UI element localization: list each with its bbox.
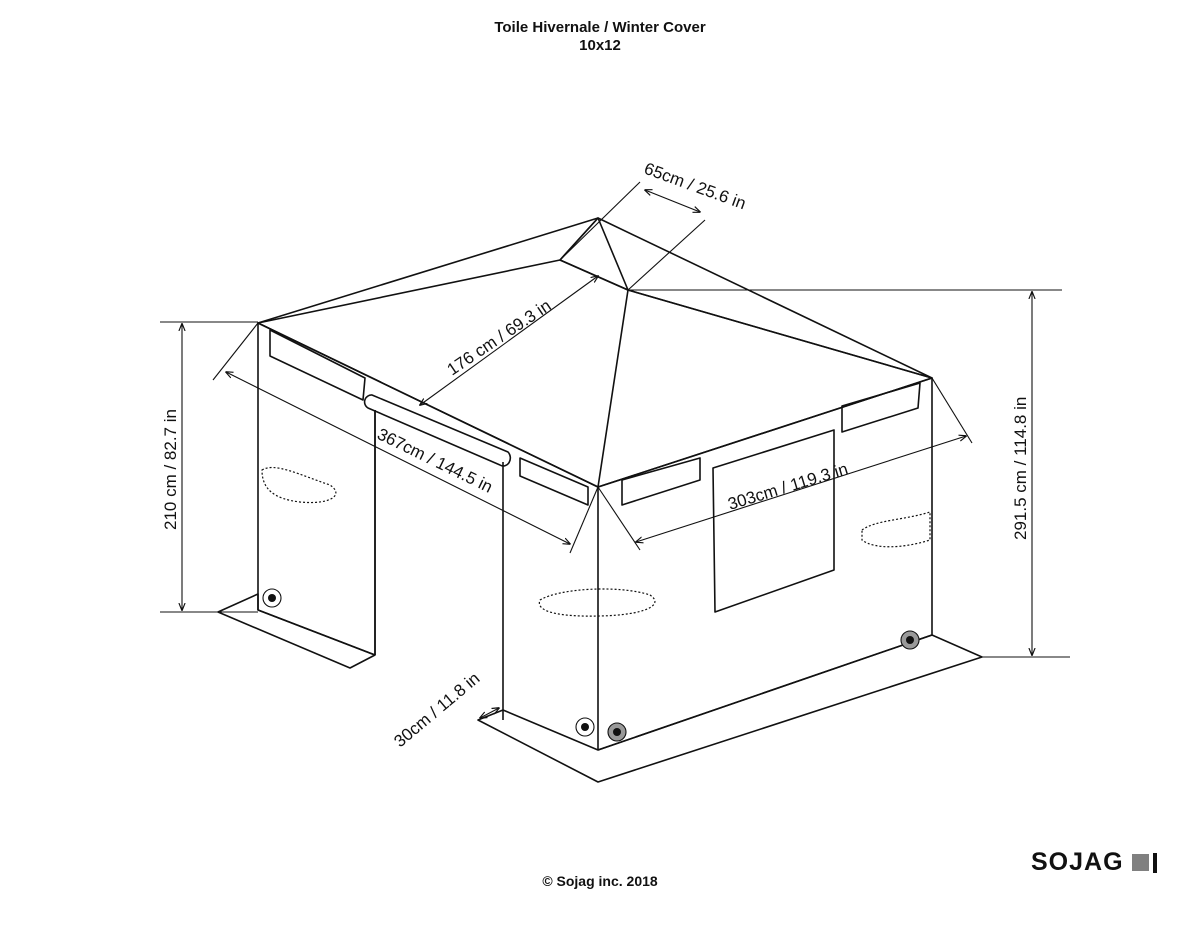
label-skirt-depth: 30cm / 11.8 in <box>390 669 483 751</box>
extension-lines <box>160 181 1070 658</box>
roof <box>257 217 933 488</box>
label-front-width: 303cm / 119.3 in <box>726 459 851 514</box>
left-wall <box>257 323 376 656</box>
diagram-title: Toile Hivernale / Winter Cover <box>494 19 706 36</box>
grommet-icon <box>607 722 627 742</box>
dimension-arrows <box>182 190 1032 718</box>
label-roof-slope: 176 cm / 69.3 in <box>444 296 555 379</box>
brand-logo: SOJAG <box>1031 848 1157 877</box>
grommets <box>262 588 920 742</box>
label-roof-vent: 65cm / 25.6 in <box>642 159 749 213</box>
diagram-subtitle: 10x12 <box>579 37 621 54</box>
right-wall <box>597 378 933 751</box>
label-side-length: 367cm / 144.5 in <box>374 425 495 497</box>
skirts <box>217 593 983 783</box>
zip-openings <box>261 466 931 617</box>
label-wall-height: 210 cm / 82.7 in <box>161 409 180 530</box>
copyright-text: © Sojag inc. 2018 <box>542 873 658 889</box>
front-left-panel <box>374 410 599 750</box>
grommet-icon <box>575 717 595 737</box>
grommet-icon <box>262 588 282 608</box>
label-total-height: 291.5 cm / 114.8 in <box>1011 397 1030 540</box>
window <box>712 429 835 613</box>
grommet-icon <box>900 630 920 650</box>
brand-bar-icon <box>1152 852 1157 873</box>
brand-name: SOJAG <box>1031 848 1124 876</box>
brand-square-icon <box>1131 854 1149 871</box>
